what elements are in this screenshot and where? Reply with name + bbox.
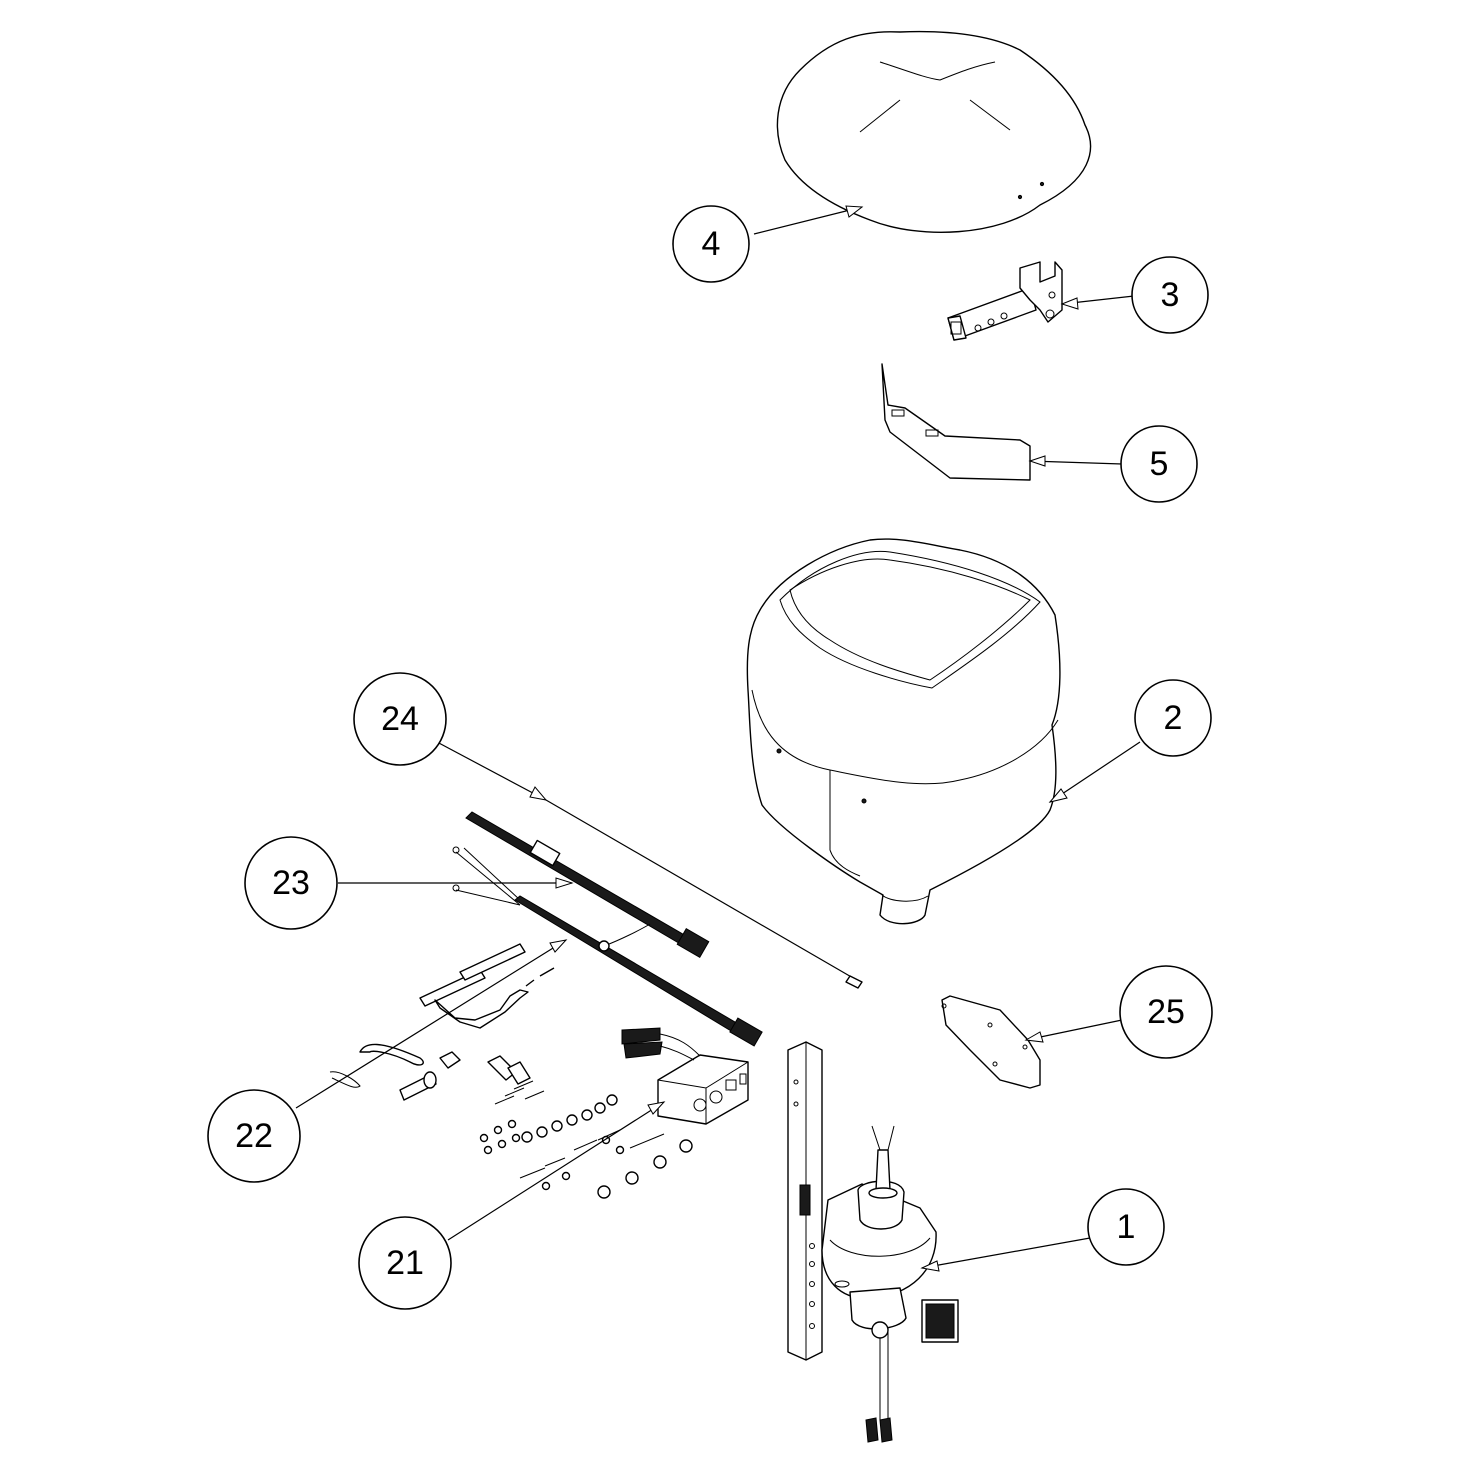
leader-2 <box>1049 741 1141 803</box>
callout-3: 3 <box>1131 256 1209 334</box>
leader-24 <box>436 741 547 801</box>
callout-21-label: 21 <box>386 1244 424 1282</box>
part-24-rod <box>545 799 863 989</box>
part-2-hopper <box>746 538 1061 925</box>
callout-23: 23 <box>244 836 338 930</box>
leader-25 <box>1025 1019 1123 1041</box>
part-25-plate <box>941 995 1041 1089</box>
callout-1: 1 <box>1087 1188 1165 1266</box>
part-4-hopper-lid <box>776 30 1092 233</box>
leader-22 <box>295 939 567 1109</box>
callout-5-label: 5 <box>1150 445 1169 483</box>
callout-3-label: 3 <box>1161 276 1180 314</box>
part-21-hardware-kit <box>479 1027 749 1199</box>
callout-21: 21 <box>358 1216 452 1310</box>
washers <box>521 1094 693 1199</box>
callout-24-label: 24 <box>381 700 419 738</box>
callout-4-label: 4 <box>702 225 721 263</box>
leader-1 <box>921 1237 1091 1269</box>
callout-4: 4 <box>672 205 750 283</box>
callout-2: 2 <box>1134 679 1212 757</box>
callout-5: 5 <box>1120 425 1198 503</box>
callout-25-label: 25 <box>1147 993 1185 1031</box>
part-1-spinner-assembly <box>787 1041 959 1443</box>
part-5-deflector-bracket <box>881 363 1031 481</box>
callout-23-label: 23 <box>272 864 310 902</box>
callout-2-label: 2 <box>1164 699 1183 737</box>
leader-21 <box>447 1101 665 1241</box>
bolts-row <box>494 1080 665 1179</box>
nuts <box>479 1119 625 1191</box>
callout-25: 25 <box>1119 965 1213 1059</box>
callout-22: 22 <box>207 1089 301 1183</box>
callout-24: 24 <box>353 672 447 766</box>
part-3-mount-tube <box>947 261 1063 341</box>
leader-lines <box>295 205 1141 1272</box>
part-23-wire-harness <box>452 811 763 1047</box>
part-22-hitch-hardware <box>329 943 555 1101</box>
leader-4 <box>753 206 863 235</box>
callout-22-label: 22 <box>235 1117 273 1155</box>
callout-1-label: 1 <box>1117 1208 1136 1246</box>
